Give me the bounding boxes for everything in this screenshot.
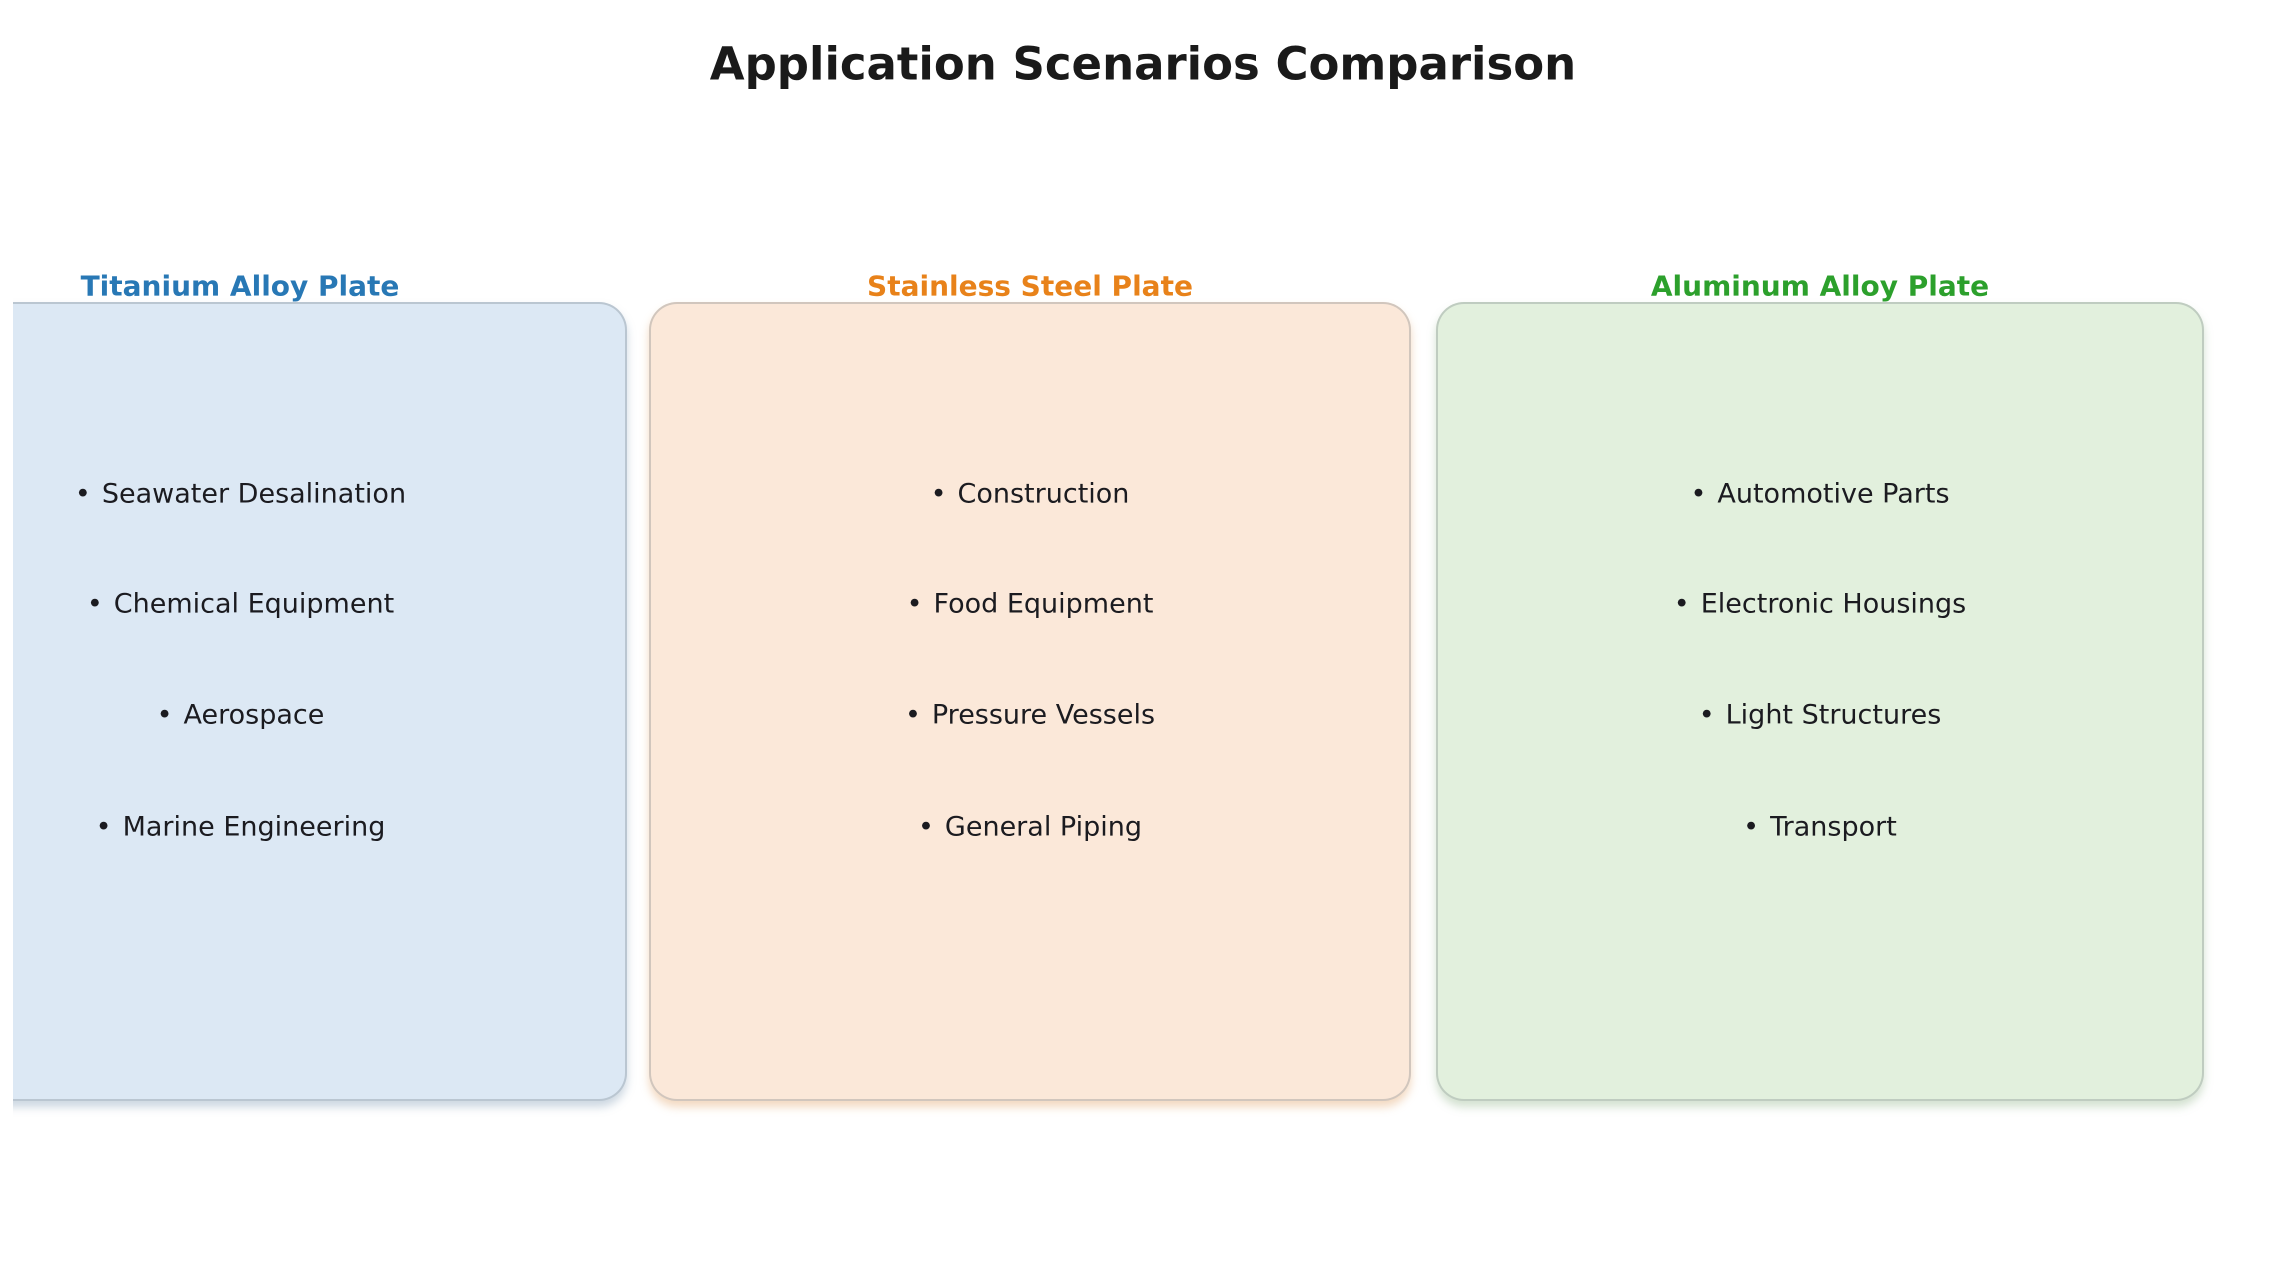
list-item-label: Transport <box>1770 811 1897 843</box>
list-item: • Chemical Equipment <box>13 589 625 620</box>
bullet-icon: • <box>74 478 91 510</box>
bullet-icon: • <box>1690 478 1707 510</box>
list-item: • Marine Engineering <box>13 812 625 843</box>
list-item: • Pressure Vessels <box>651 700 1409 731</box>
list-item-label: Electronic Housings <box>1700 588 1967 620</box>
panels-clip-region: • Seawater Desalination • Chemical Equipme… <box>13 295 2273 1145</box>
list-item: • Automotive Parts <box>1438 479 2202 510</box>
list-item-label: Marine Engineering <box>122 811 386 843</box>
bullet-icon: • <box>904 699 921 731</box>
panel-heading-aluminum: Aluminum Alloy Plate <box>1650 269 1990 303</box>
bullet-icon: • <box>95 811 112 843</box>
list-item-label: Aerospace <box>183 699 325 731</box>
panel-stainless: • Construction • Food Equipment • Pressure … <box>649 302 1411 1101</box>
page-title: Application Scenarios Comparison <box>709 37 1577 91</box>
list-item: • Food Equipment <box>651 589 1409 620</box>
bullet-icon: • <box>1698 699 1715 731</box>
list-item-label: Automotive Parts <box>1717 478 1950 510</box>
panel-heading-titanium: Titanium Alloy Plate <box>80 269 400 303</box>
list-item-label: General Piping <box>944 811 1142 843</box>
bullet-icon: • <box>917 811 934 843</box>
panel-aluminum: • Automotive Parts • Electronic Housings •… <box>1436 302 2204 1101</box>
list-item-label: Seawater Desalination <box>101 478 407 510</box>
list-item-label: Chemical Equipment <box>113 588 395 620</box>
list-item: • Aerospace <box>13 700 625 731</box>
bullet-icon: • <box>1673 588 1690 620</box>
list-item: • Light Structures <box>1438 700 2202 731</box>
list-item-label: Pressure Vessels <box>931 699 1156 731</box>
bullet-icon: • <box>86 588 103 620</box>
list-item: • General Piping <box>651 812 1409 843</box>
list-item: • Seawater Desalination <box>13 479 625 510</box>
list-item-label: Light Structures <box>1725 699 1942 731</box>
list-item: • Transport <box>1438 812 2202 843</box>
list-item-label: Food Equipment <box>933 588 1154 620</box>
panel-titanium: • Seawater Desalination • Chemical Equipme… <box>13 302 627 1101</box>
panel-heading-stainless: Stainless Steel Plate <box>867 269 1193 303</box>
bullet-icon: • <box>1743 811 1760 843</box>
bullet-icon: • <box>930 478 947 510</box>
list-item-label: Construction <box>957 478 1130 510</box>
bullet-icon: • <box>156 699 173 731</box>
list-item: • Construction <box>651 479 1409 510</box>
list-item: • Electronic Housings <box>1438 589 2202 620</box>
bullet-icon: • <box>906 588 923 620</box>
